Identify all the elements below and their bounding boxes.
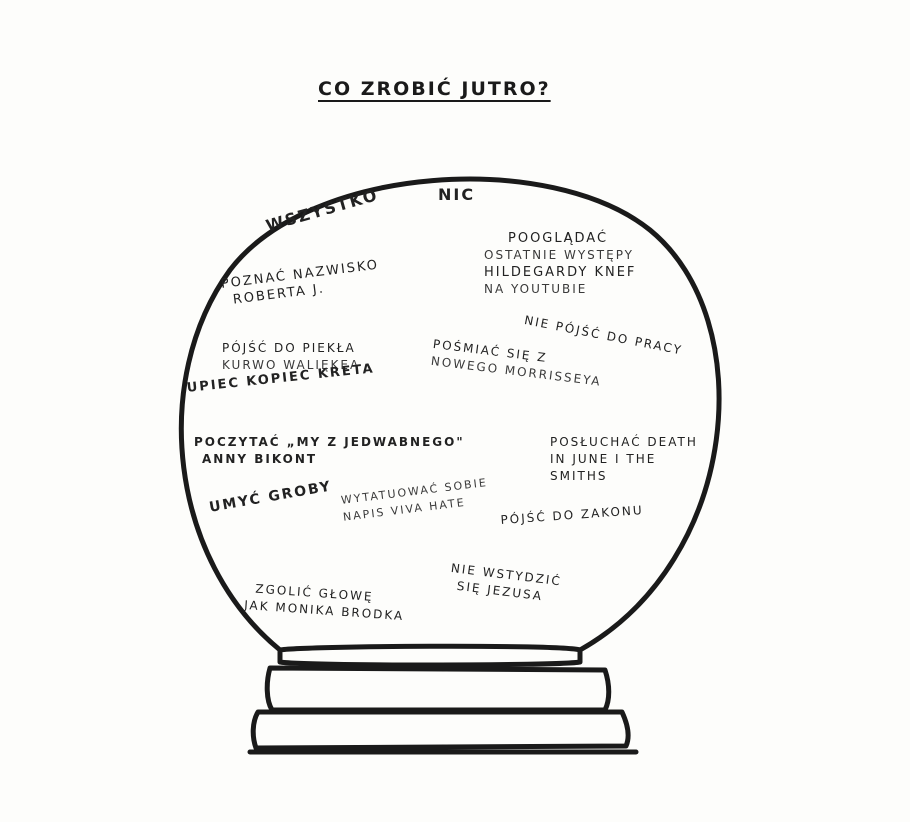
stand-middle-tier	[264, 665, 612, 713]
note-obejrzec: POOGLĄDAĆ OSTATNIE WYSTĘPY HILDEGARDY KN…	[484, 231, 637, 296]
note-przeczytac: POCZYTAĆ „MY Z JEDWABNEGO" ANNY BIKONT	[194, 435, 465, 466]
page-title: CO ZROBIĆ JUTRO?	[318, 78, 551, 100]
stand-top-rim	[277, 643, 583, 668]
note-pieklo: PÓJŚĆ DO PIEKŁA KURWO WALIĘKEA	[222, 341, 361, 372]
note-nic: NIC	[438, 185, 476, 204]
crystal-ball-globe	[178, 176, 722, 653]
note-posluchac: POSŁUCHAĆ DEATH IN JUNE I THE SMITHS	[550, 435, 698, 483]
stand-bottom-tier	[250, 709, 631, 751]
